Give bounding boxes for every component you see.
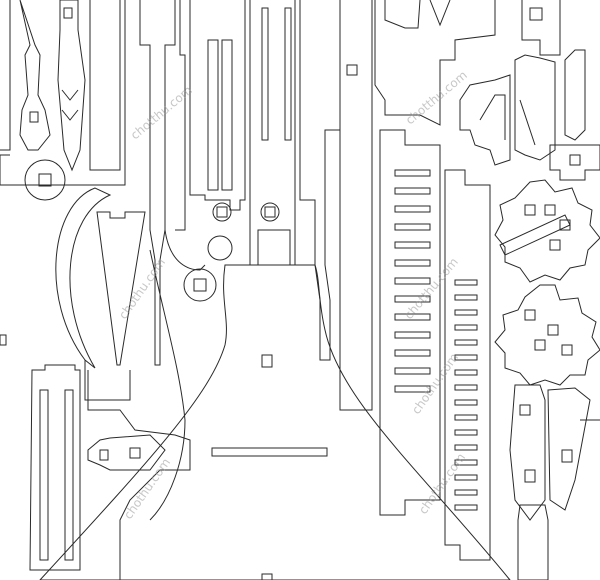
round-disc-1 <box>24 159 66 201</box>
lower-left-rail <box>29 364 81 571</box>
upper-right-edge-piece <box>549 49 600 181</box>
ladder-slots-right <box>454 279 478 511</box>
left-fin-piece-2 <box>57 0 86 172</box>
left-fin-piece <box>0 0 51 151</box>
lower-right-fin-2 <box>547 387 600 511</box>
wedge-piece <box>96 211 146 366</box>
center-left-spar <box>139 0 186 366</box>
tall-center-panel-2 <box>249 0 296 266</box>
right-tall-spar <box>339 0 373 411</box>
left-edge-notch <box>0 334 7 346</box>
main-fuselage-body <box>39 264 511 580</box>
lower-right-fin-1 <box>509 384 546 521</box>
watermark-6: chothu.com <box>121 456 173 522</box>
watermark-7: chothu.com <box>416 451 468 517</box>
ladder-slots-left <box>394 169 431 393</box>
tall-center-panel <box>189 0 246 222</box>
gear-lower <box>494 284 600 386</box>
lower-left-fin <box>87 370 191 580</box>
right-center-spar <box>299 0 341 361</box>
upper-right-bracket <box>459 74 511 166</box>
small-disc-center <box>183 235 233 302</box>
watermark-5: chothu.com <box>409 351 461 417</box>
ladder-comb-right <box>444 169 491 561</box>
upper-right-small-block <box>521 0 561 56</box>
upper-right-fin-2 <box>514 54 556 161</box>
curved-arc-plate <box>55 187 131 401</box>
left-long-strut <box>0 0 126 186</box>
ladder-comb-left <box>379 129 441 516</box>
watermark-4: chotthu.com <box>402 255 461 322</box>
curved-skin <box>149 229 206 521</box>
lower-capsule <box>87 434 166 471</box>
gear-upper <box>494 179 600 283</box>
upper-right-fin <box>374 0 496 126</box>
lower-right-fin-3 <box>517 504 549 580</box>
